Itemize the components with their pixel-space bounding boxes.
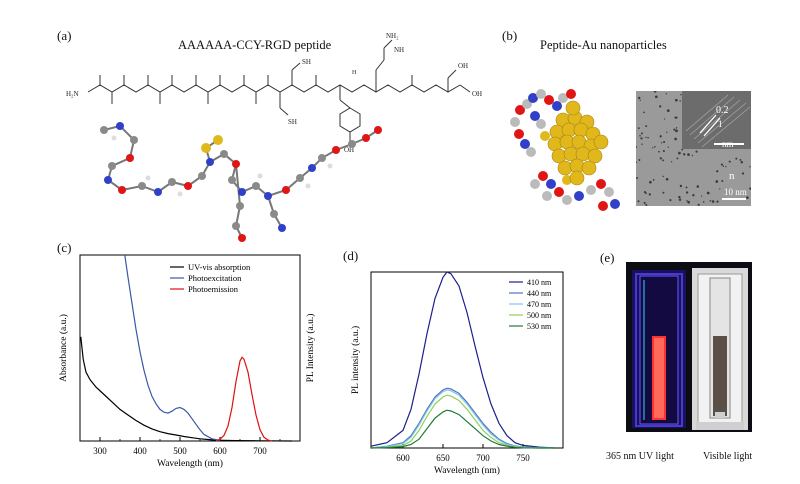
- legend-label: Photoexcitation: [188, 273, 242, 283]
- legend-label: UV-vis absorption: [188, 262, 251, 272]
- series-line: [370, 409, 555, 449]
- amide-h-label: H: [352, 70, 357, 76]
- panel-b-title: Peptide-Au nanoparticles: [540, 38, 667, 52]
- panel-a-title: AAAAAA-CCY-RGD peptide: [178, 38, 332, 52]
- x-tick-label: 300: [93, 446, 107, 456]
- arginine-nh-label: NH: [394, 46, 404, 54]
- nanoparticle-model: [510, 89, 620, 211]
- arginine-nh2-label: NH₂: [386, 32, 399, 40]
- series-line: [80, 336, 293, 442]
- legend-label: 410 nm: [527, 278, 552, 287]
- legend-label: 470 nm: [527, 300, 552, 309]
- visible-liquid: [713, 336, 727, 416]
- oh-label-1: OH: [458, 62, 468, 70]
- y-axis-label: PL intensity (a.u.): [350, 326, 361, 394]
- svg-text:1: 1: [718, 119, 723, 129]
- panel-a-label: (a): [57, 28, 72, 43]
- legend-label: Photoemission: [188, 284, 239, 294]
- tyrosine-oh-label: OH: [344, 146, 354, 154]
- x-tick-label: 600: [396, 453, 410, 463]
- legend-label: 440 nm: [527, 289, 552, 298]
- lattice-spacing-value: 0.2: [716, 105, 729, 116]
- atoms: [100, 122, 382, 242]
- panel-e-label: (e): [600, 250, 615, 265]
- caption-uv-light: 365 nm UV light: [606, 451, 674, 462]
- x-tick-label: 700: [253, 446, 267, 456]
- nh2-terminal-label: H₂N: [66, 90, 79, 98]
- tem-image: 0.2 nm 1 n 10 nm: [636, 91, 751, 206]
- x-tick-label: 400: [133, 446, 147, 456]
- cuvette-photos: [626, 262, 752, 432]
- sh-label-2: SH: [288, 118, 297, 126]
- series-line: [370, 394, 555, 449]
- visible-cuvette: [692, 268, 748, 430]
- panel-c-label: (c): [57, 240, 72, 255]
- x-tick-label: 500: [173, 446, 187, 456]
- ball-stick-model: [103, 124, 379, 239]
- plot-frame: [79, 254, 301, 442]
- series-line: [370, 271, 556, 449]
- y-axis-label: Absorbance (a.u.): [58, 314, 69, 382]
- peptide-chains: [510, 89, 620, 211]
- plot-frame: [370, 271, 564, 449]
- series-line: [124, 254, 221, 441]
- caption-visible-light: Visible light: [703, 451, 753, 462]
- x-tick-label: 750: [516, 453, 530, 463]
- panel-d-label: (d): [343, 248, 359, 263]
- series-line: [215, 356, 273, 442]
- legend-label: 500 nm: [527, 311, 552, 320]
- x-axis-label: Wavelength (nm): [434, 465, 500, 476]
- y-axis-label-right: PL Intensity (a.u.): [305, 314, 316, 383]
- x-tick-label: 700: [476, 453, 490, 463]
- oh-label-2: OH: [472, 90, 482, 98]
- x-axis-label: Wavelength (nm): [157, 458, 223, 469]
- peptide-structure: H₂N SH SH OH NH₂ NH OH OH H: [66, 32, 482, 242]
- x-tick-label: 650: [436, 453, 450, 463]
- x-tick-label: 600: [213, 446, 227, 456]
- uv-cuvette: [632, 270, 686, 428]
- panel-b-label: (b): [502, 28, 518, 43]
- series-line: [370, 389, 556, 449]
- tem-scale-bar-label: 10 nm: [724, 187, 747, 197]
- tem-scale-small: n: [729, 170, 735, 182]
- sh-label-1: SH: [302, 58, 311, 66]
- gold-core: [547, 100, 609, 186]
- legend-label: 530 nm: [527, 322, 552, 331]
